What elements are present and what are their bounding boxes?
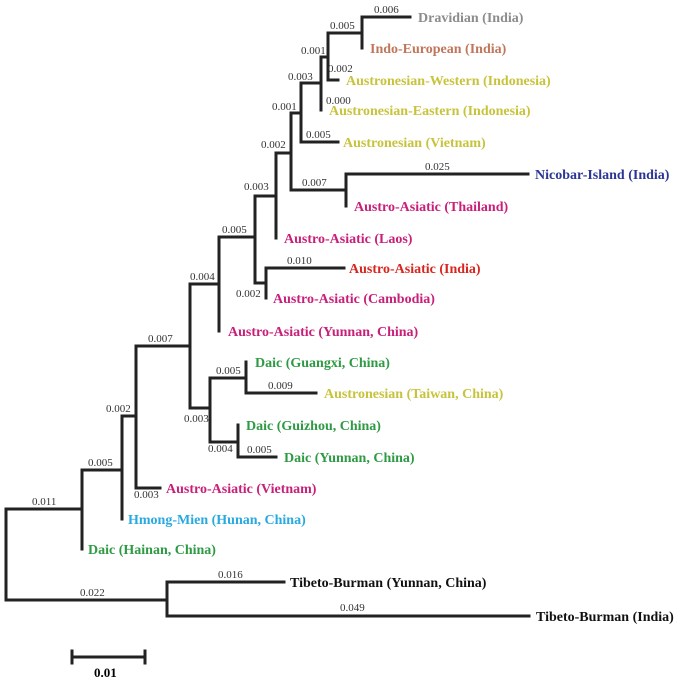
branch-length-label: 0.004 <box>190 271 215 283</box>
tip-label-indo-european-india: Indo-European (India) <box>370 42 507 57</box>
tip-label-daic-hainan-china: Daic (Hainan, China) <box>88 543 216 558</box>
scale-bar-label: 0.01 <box>94 665 117 680</box>
tip-label-hmong-mien-hunan-china: Hmong-Mien (Hunan, China) <box>128 513 306 528</box>
scale-bar: 0.01 <box>70 649 147 680</box>
branch-length-label: 0.001 <box>272 101 297 113</box>
branch-length-label: 0.005 <box>306 129 331 141</box>
tip-label-tibeto-burman-india: Tibeto-Burman (India) <box>536 610 674 625</box>
branch-length-label: 0.002 <box>328 63 353 75</box>
branch-length-label: 0.005 <box>88 457 113 469</box>
branch-length-label: 0.005 <box>247 444 272 456</box>
branch-length-label: 0.007 <box>302 177 327 189</box>
tip-label-nicobar-island-india: Nicobar-Island (India) <box>535 168 670 183</box>
branch-length-label: 0.003 <box>134 489 159 501</box>
branch-length-label: 0.005 <box>216 365 241 377</box>
branch-length-label: 0.007 <box>148 333 173 345</box>
branch-length-label: 0.002 <box>261 139 286 151</box>
branch-length-label: 0.004 <box>208 443 233 455</box>
branch-length-label: 0.002 <box>106 403 131 415</box>
tip-label-tibeto-burman-yunnan-china: Tibeto-Burman (Yunnan, China) <box>290 576 487 591</box>
tip-label-daic-guizhou-china: Daic (Guizhou, China) <box>246 419 381 434</box>
tip-label-austronesian-taiwan-china: Austronesian (Taiwan, China) <box>324 387 504 402</box>
tip-label-austro-asiatic-vietnam: Austro-Asiatic (Vietnam) <box>166 482 317 497</box>
branch-length-label: 0.002 <box>236 288 261 300</box>
branch-length-label: 0.009 <box>268 380 293 392</box>
branch-length-label: 0.022 <box>80 587 105 599</box>
tree-edges <box>4 15 531 618</box>
branch-length-label: 0.049 <box>340 602 365 614</box>
tip-label-austronesian-vietnam: Austronesian (Vietnam) <box>343 136 486 151</box>
branch-length-label: 0.003 <box>288 71 313 83</box>
tip-label-austro-asiatic-thailand: Austro-Asiatic (Thailand) <box>354 200 508 215</box>
tip-label-austro-asiatic-cambodia: Austro-Asiatic (Cambodia) <box>273 292 435 307</box>
branch-length-label: 0.003 <box>184 413 209 425</box>
branch-length-label: 0.011 <box>32 496 56 508</box>
branch-length-label: 0.003 <box>244 181 269 193</box>
branch-length-label: 0.010 <box>287 255 312 267</box>
branch-length-label: 0.006 <box>374 4 399 16</box>
tip-labels: Dravidian (India) Indo-European (India) … <box>88 11 674 625</box>
branch-length-label: 0.005 <box>222 224 247 236</box>
tip-label-daic-yunnan-china: Daic (Yunnan, China) <box>284 451 415 466</box>
tip-label-austro-asiatic-yunnan-china: Austro-Asiatic (Yunnan, China) <box>228 325 419 340</box>
branch-length-labels: 0.006 0.005 0.001 0.002 0.003 0.000 0.00… <box>32 4 450 614</box>
tip-label-austro-asiatic-india: Austro-Asiatic (India) <box>349 262 481 277</box>
branch-length-label: 0.000 <box>326 95 351 107</box>
branch-length-label: 0.005 <box>330 20 355 32</box>
tip-label-daic-guangxi-china: Daic (Guangxi, China) <box>255 356 390 371</box>
branch-length-label: 0.001 <box>301 45 326 57</box>
tip-label-austronesian-western-indonesia: Austronesian-Western (Indonesia) <box>346 74 551 89</box>
tip-label-austronesian-eastern-indonesia: Austronesian-Eastern (Indonesia) <box>329 104 531 119</box>
branch-length-label: 0.025 <box>425 161 450 173</box>
branch-length-label: 0.016 <box>218 569 243 581</box>
tip-label-austro-asiatic-laos: Austro-Asiatic (Laos) <box>284 232 413 247</box>
tip-label-dravidian-india: Dravidian (India) <box>418 11 524 26</box>
